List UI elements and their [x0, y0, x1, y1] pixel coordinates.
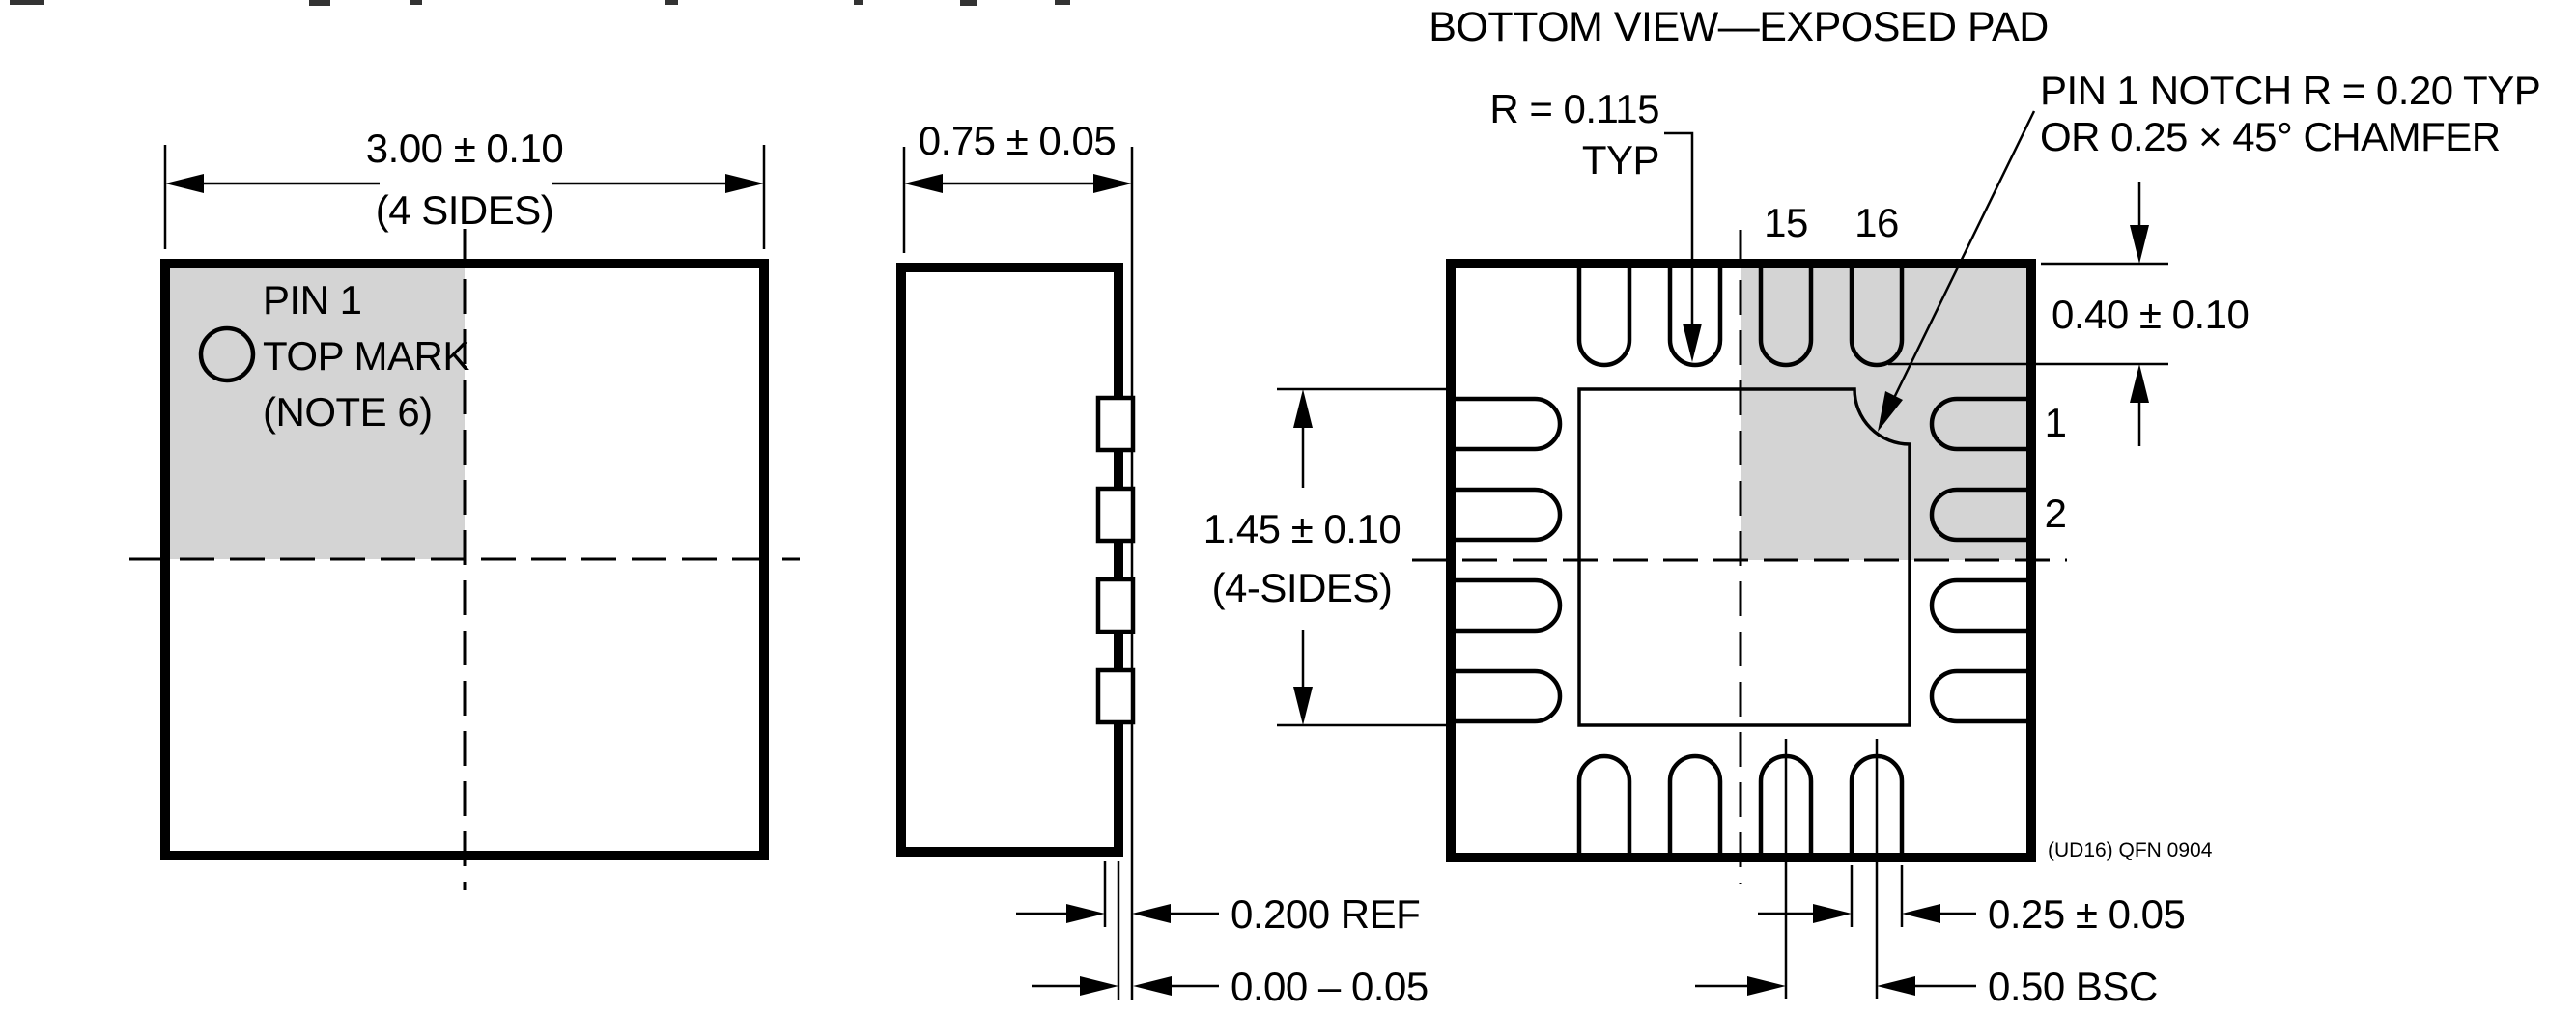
dim-arrow-right	[1813, 904, 1852, 923]
top-view: PIN 1 TOP MARK (NOTE 6) 3.00 ± 0.10 (4 S…	[129, 126, 800, 890]
pin1-top-mark-label-2: TOP MARK	[263, 333, 469, 379]
pin-number-1: 1	[2045, 400, 2067, 445]
dim-arrow-left	[1902, 904, 1940, 923]
radius-callout-label-1: R = 0.115	[1489, 86, 1659, 131]
notch-callout-label-1: PIN 1 NOTCH R = 0.20 TYP	[2040, 68, 2540, 113]
pin-width-dimension: 0.25 ± 0.05	[1758, 891, 2186, 937]
lead-thickness-label: 0.200 REF	[1231, 891, 1420, 937]
dim-arrow-left	[1132, 904, 1171, 923]
dim-arrow-right	[1093, 174, 1132, 193]
pin-number-15: 15	[1764, 200, 1808, 245]
package-outline-side-view	[896, 263, 1123, 857]
dim-arrow-right	[1747, 976, 1786, 996]
dim-arrow-down	[2130, 225, 2149, 264]
package-code-note: (UD16) QFN 0904	[2048, 839, 2213, 861]
pin-slot	[1758, 263, 1814, 368]
pin-slot	[1576, 753, 1632, 858]
pin-slots-right	[1929, 396, 2026, 724]
pin-slot	[1667, 263, 1723, 368]
dim-arrow-up	[2130, 364, 2149, 403]
pin-slot	[1456, 487, 1563, 543]
dim-arrow-left	[1877, 976, 1915, 996]
cropped-text-fragments	[10, 0, 1070, 6]
pin1-top-mark-label-1: PIN 1	[263, 277, 362, 323]
radius-callout: R = 0.115 TYP	[1489, 86, 1702, 362]
pin-slot	[1456, 668, 1563, 724]
pin1-shaded-quadrant	[170, 268, 465, 559]
pin-pitch-dimension: 0.50 BSC	[1695, 964, 2158, 1009]
radius-callout-label-2: TYP	[1582, 137, 1659, 183]
pin-slots-left	[1456, 396, 1563, 724]
notch-leader-arrowhead	[1878, 391, 1903, 432]
pin-slot	[1667, 753, 1723, 858]
pin1-top-mark-label-3: (NOTE 6)	[263, 389, 433, 435]
side-lead	[1095, 667, 1136, 725]
bottom-view: BOTTOM VIEW—EXPOSED PAD	[1203, 4, 2541, 1009]
pad-size-note: (4-SIDES)	[1212, 565, 1393, 610]
radius-leader	[1664, 131, 1694, 325]
dim-arrow-left	[904, 174, 943, 193]
notch-leader	[1891, 110, 2036, 401]
side-view: 0.75 ± 0.05 0.200 REF 0.00 – 0.05	[896, 118, 1429, 1009]
pin-slot	[1929, 396, 2026, 452]
pin-slot	[1576, 263, 1632, 368]
side-lead	[1095, 577, 1136, 634]
body-width-note: (4 SIDES)	[376, 187, 554, 233]
radius-leader-arrowhead	[1683, 324, 1702, 362]
side-lead	[1095, 395, 1136, 453]
body-thickness-dimension: 0.75 ± 0.05	[902, 118, 1132, 253]
pad-size-dimension: 1.45 ± 0.10 (4-SIDES)	[1203, 387, 1449, 727]
notch-callout: PIN 1 NOTCH R = 0.20 TYP OR 0.25 × 45° C…	[1878, 68, 2541, 432]
dim-arrow-right	[725, 174, 764, 193]
side-lead	[1095, 486, 1136, 544]
pin-slot	[1456, 396, 1563, 452]
pin-length-label: 0.40 ± 0.10	[2052, 292, 2249, 337]
pin-slot	[1929, 668, 2026, 724]
figure-title: BOTTOM VIEW—EXPOSED PAD	[1429, 4, 2049, 50]
pin-slots-top	[1576, 263, 1905, 368]
dim-arrow-right	[1066, 904, 1105, 923]
pin-number-16: 16	[1854, 200, 1899, 245]
dim-arrow-up	[1293, 389, 1313, 428]
exposed-pad-outline	[1577, 387, 1911, 727]
body-width-label: 3.00 ± 0.10	[366, 126, 563, 171]
pin-slot	[1929, 577, 2026, 634]
notch-callout-label-2: OR 0.25 × 45° CHAMFER	[2040, 114, 2501, 159]
pin-length-dimension: 0.40 ± 0.10	[1888, 182, 2250, 446]
pad-size-label: 1.45 ± 0.10	[1203, 506, 1401, 551]
pin-width-label: 0.25 ± 0.05	[1988, 891, 2185, 937]
pin-slot	[1929, 487, 2026, 543]
dim-arrow-left	[165, 174, 204, 193]
pin-slot	[1456, 577, 1563, 634]
pin1-indicator-circle	[198, 325, 256, 383]
body-thickness-label: 0.75 ± 0.05	[919, 118, 1116, 163]
standoff-dimension: 0.00 – 0.05	[1032, 964, 1429, 1009]
pin-pitch-label: 0.50 BSC	[1988, 964, 2158, 1009]
dim-arrow-right	[1080, 976, 1118, 996]
dim-arrow-left	[1133, 976, 1172, 996]
pin-slot	[1849, 263, 1905, 368]
dim-arrow-down	[1293, 687, 1313, 725]
standoff-label: 0.00 – 0.05	[1231, 964, 1429, 1009]
body-width-dimension: 3.00 ± 0.10 (4 SIDES)	[163, 126, 766, 249]
pin-number-2: 2	[2045, 491, 2067, 536]
lead-thickness-dimension: 0.200 REF	[1016, 891, 1421, 937]
